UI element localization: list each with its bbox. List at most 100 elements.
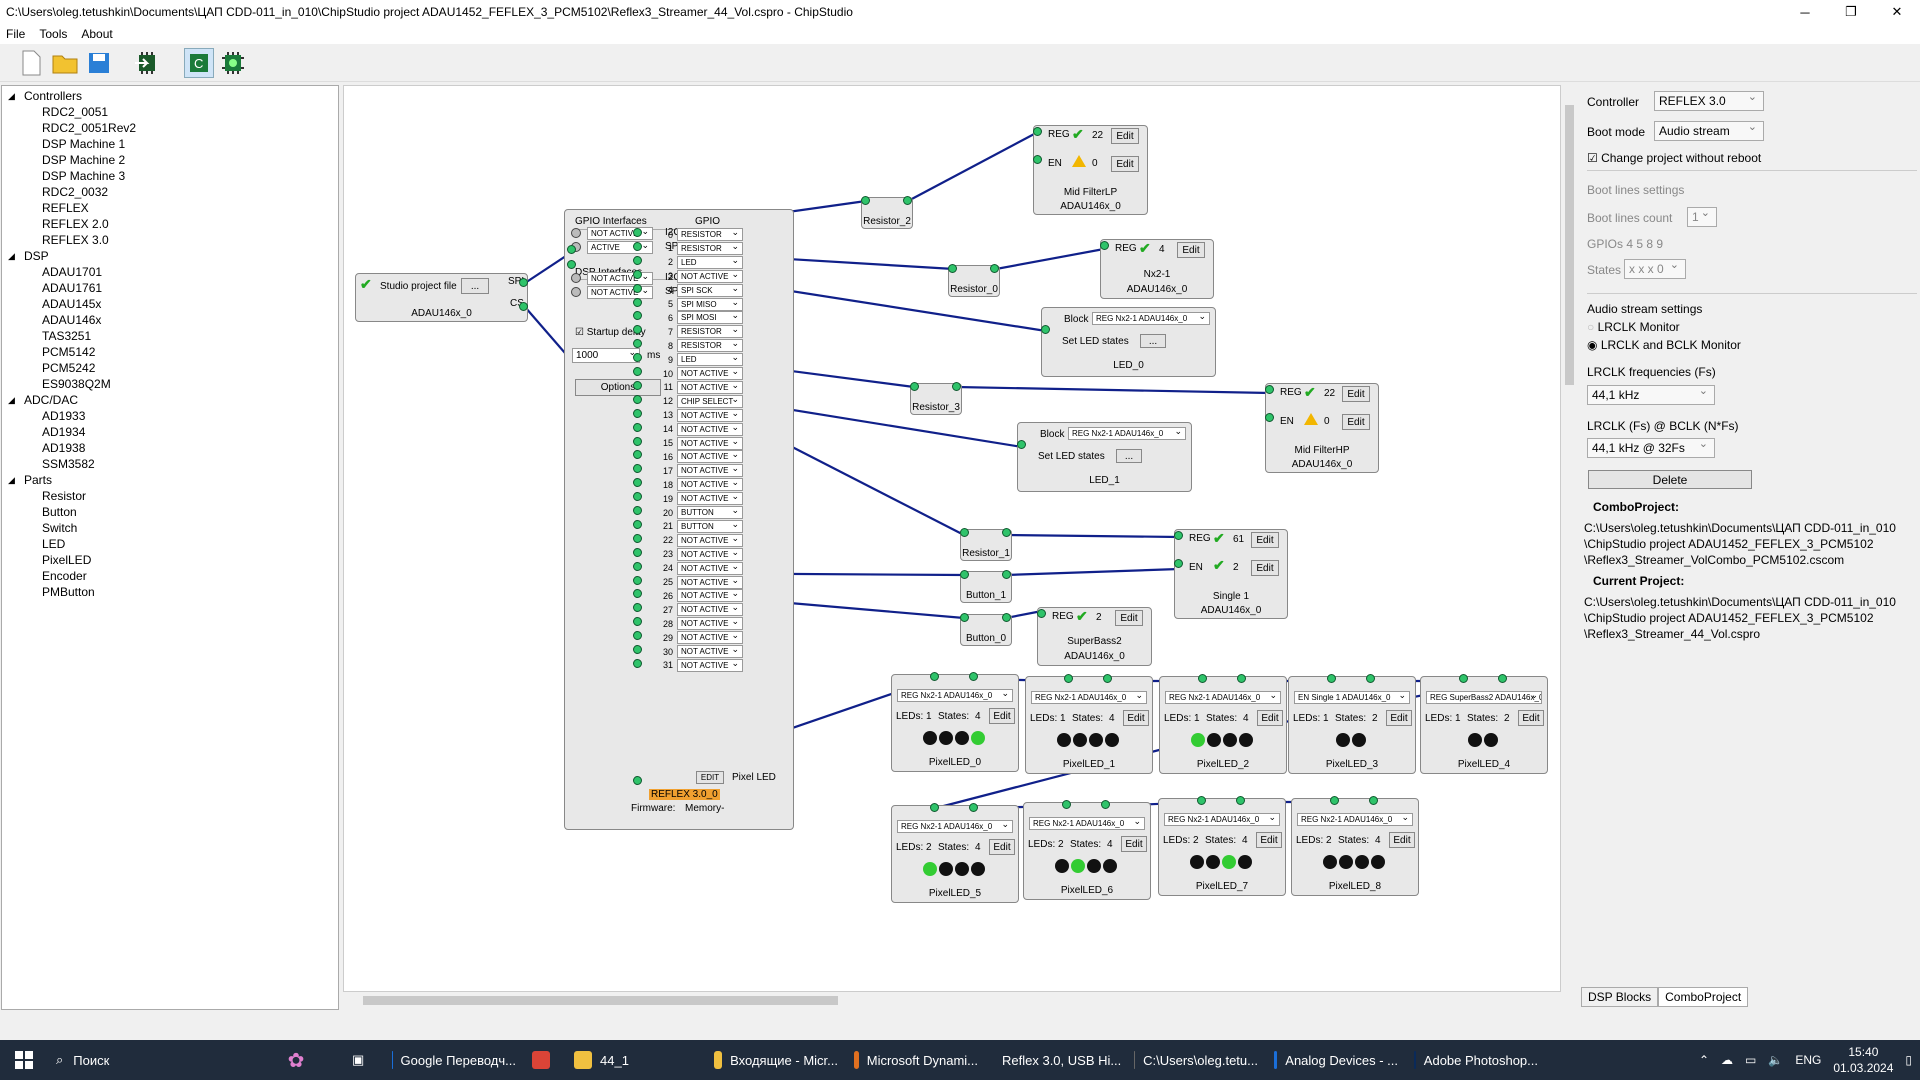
tree-item[interactable]: AD1934	[42, 425, 86, 439]
edit-button[interactable]: Edit	[1256, 832, 1282, 848]
gpio-select[interactable]: NOT ACTIVE	[677, 589, 743, 603]
expand-triangle-icon[interactable]: ◢	[8, 474, 15, 485]
edit-button[interactable]: Edit	[1342, 386, 1370, 402]
lrclk-monitor-radio[interactable]: ○ LRCLK Monitor	[1587, 320, 1680, 334]
connection-pin[interactable]	[1037, 609, 1046, 618]
connection-pin[interactable]	[1017, 440, 1026, 449]
connection-pin[interactable]	[633, 603, 642, 613]
edit-button[interactable]: Edit	[1386, 710, 1412, 726]
tree-item[interactable]: ADAU145x	[42, 297, 102, 311]
expand-triangle-icon[interactable]: ◢	[8, 90, 15, 101]
block-select[interactable]: REG Nx2-1 ADAU146x_0	[1092, 312, 1210, 325]
pixel-source-select[interactable]: EN Single 1 ADAU146x_0	[1294, 691, 1410, 704]
connection-pin[interactable]	[930, 803, 939, 812]
tree-item[interactable]: TAS3251	[42, 329, 92, 343]
connection-pin[interactable]	[1033, 155, 1042, 164]
task-view-button[interactable]: ▣	[344, 1040, 384, 1080]
design-canvas[interactable]: ✔ Studio project file ... SPI CS ADAU146…	[343, 85, 1561, 992]
gpio-select[interactable]: LED	[677, 255, 743, 269]
tree-item[interactable]: Resistor	[42, 489, 87, 503]
new-file-button[interactable]	[16, 48, 46, 78]
chip-settings-button[interactable]	[218, 48, 248, 78]
tree-item[interactable]: DSP Machine 3	[42, 169, 126, 183]
refresh-button[interactable]: C	[184, 47, 214, 78]
connection-pin[interactable]	[948, 264, 957, 273]
connection-pin[interactable]	[633, 506, 642, 515]
wire[interactable]	[955, 385, 1271, 395]
volume-icon[interactable]: 🔈	[1768, 1053, 1784, 1067]
expand-triangle-icon[interactable]: ◢	[8, 394, 15, 405]
tree-item[interactable]: REFLEX 2.0	[42, 217, 109, 231]
edit-button[interactable]: Edit	[1518, 710, 1544, 726]
part-node[interactable]: Resistor_2	[861, 197, 913, 229]
gpio-select[interactable]: NOT ACTIVE	[677, 492, 743, 506]
pixel-led-node[interactable]: REG Nx2-1 ADAU146x_0LEDs:2States:4EditPi…	[891, 805, 1019, 903]
taskbar-app[interactable]: Analog Devices - ...	[1266, 1040, 1406, 1080]
tree-item[interactable]: ES9038Q2M	[42, 377, 111, 391]
tree-item[interactable]: RDC2_0051	[42, 105, 109, 119]
connection-pin[interactable]	[633, 617, 642, 627]
tree-item[interactable]: ADAU1701	[42, 265, 103, 279]
pixel-source-select[interactable]: REG Nx2-1 ADAU146x_0	[1029, 817, 1145, 830]
tree-item[interactable]: LED	[42, 537, 66, 551]
lrclk-freq-select[interactable]: 44,1 kHz	[1587, 384, 1715, 405]
maximize-button[interactable]: ❐	[1845, 4, 1857, 19]
gpio-select[interactable]: SPI SCK	[677, 283, 743, 297]
connection-pin[interactable]	[633, 255, 642, 265]
connection-pin[interactable]	[633, 450, 642, 460]
connection-pin[interactable]	[633, 561, 642, 571]
wire[interactable]	[1005, 567, 1180, 577]
pixel-source-select[interactable]: REG Nx2-1 ADAU146x_0	[897, 820, 1013, 833]
taskbar-app[interactable]: 44_1	[566, 1040, 706, 1080]
interface-select[interactable]: NOT ACTIVE	[587, 272, 653, 285]
connection-pin[interactable]	[1265, 413, 1274, 422]
connection-pin[interactable]	[633, 241, 642, 251]
gpio-select[interactable]: RESISTOR	[677, 325, 743, 339]
expand-triangle-icon[interactable]: ◢	[8, 250, 15, 261]
scroll-thumb[interactable]	[1565, 105, 1574, 385]
menu-tools[interactable]: Tools	[39, 27, 68, 41]
tree-item[interactable]: REFLEX	[42, 201, 89, 215]
gpio-select[interactable]: NOT ACTIVE	[677, 380, 743, 394]
gpio-select[interactable]: NOT ACTIVE	[677, 464, 743, 478]
edit-button[interactable]: Edit	[1257, 710, 1283, 726]
connection-pin[interactable]	[1002, 613, 1011, 622]
connection-pin[interactable]	[633, 228, 642, 237]
connection-pin[interactable]	[633, 533, 642, 543]
gpio-select[interactable]: NOT ACTIVE	[677, 603, 743, 617]
gpio-select[interactable]: NOT ACTIVE	[677, 367, 743, 380]
connection-pin[interactable]	[633, 547, 642, 557]
connection-pin[interactable]	[1002, 528, 1011, 537]
connection-pin[interactable]	[1033, 127, 1042, 136]
scroll-thumb[interactable]	[363, 996, 838, 1005]
pixel-source-select[interactable]: REG Nx2-1 ADAU146x_0	[897, 689, 1013, 702]
pixel-led-node[interactable]: REG Nx2-1 ADAU146x_0LEDs:2States:4EditPi…	[1023, 802, 1151, 900]
connection-pin[interactable]	[960, 613, 969, 622]
controller-select[interactable]: REFLEX 3.0	[1654, 90, 1764, 111]
connection-pin[interactable]	[633, 283, 642, 293]
connection-pin[interactable]	[910, 382, 919, 391]
connection-pin[interactable]	[1002, 570, 1011, 579]
horizontal-scrollbar[interactable]	[343, 992, 1561, 1009]
connection-pin[interactable]	[1498, 674, 1507, 683]
taskbar-app[interactable]: Входящие - Micr...	[706, 1040, 846, 1080]
gpio-select[interactable]: BUTTON	[677, 519, 743, 533]
gpio-select[interactable]: NOT ACTIVE	[677, 547, 743, 561]
tree-item[interactable]: AD1933	[42, 409, 86, 423]
connection-pin[interactable]	[633, 325, 642, 335]
gpio-select[interactable]: NOT ACTIVE	[677, 617, 743, 631]
search-box[interactable]: ⌕Поиск	[48, 1040, 248, 1080]
boot-count-select[interactable]: 1	[1687, 206, 1717, 227]
edit-button[interactable]: Edit	[1389, 832, 1415, 848]
tree-item[interactable]: ADAU1761	[42, 281, 103, 295]
edit-button[interactable]: Edit	[1177, 242, 1205, 258]
set-led-states-button[interactable]: ...	[1140, 334, 1166, 348]
connection-pin[interactable]	[633, 589, 642, 599]
edit-pixel-button[interactable]: EDIT	[696, 771, 724, 784]
connection-pin[interactable]	[990, 264, 999, 273]
tree-item[interactable]: REFLEX 3.0	[42, 233, 109, 247]
gpio-select[interactable]: NOT ACTIVE	[677, 436, 743, 450]
